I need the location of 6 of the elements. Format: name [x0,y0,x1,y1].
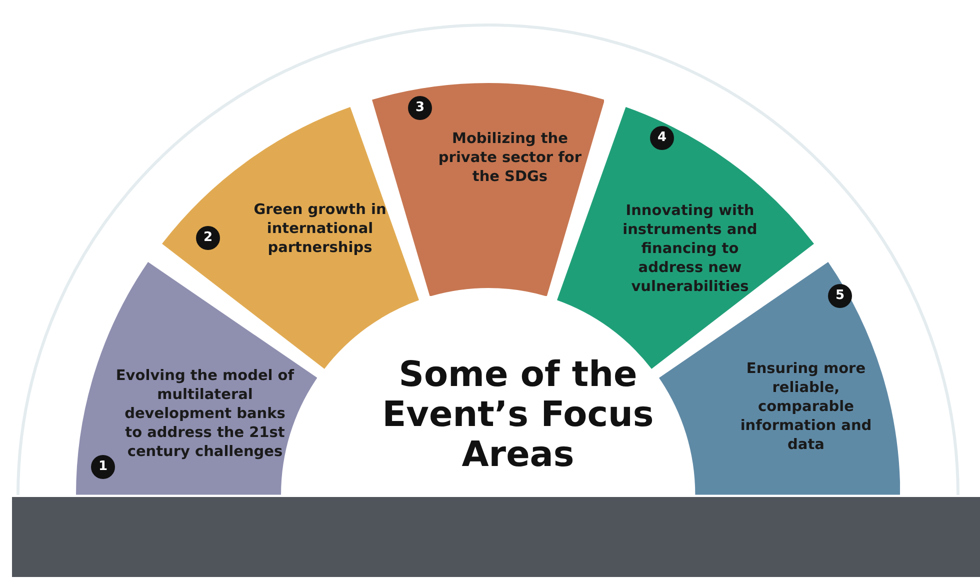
focus-area-text: Mobilizing the private sector for the SDGs [437,130,583,186]
focus-area-text: Innovating with instruments and financing to address new vulnerabilities [622,202,758,298]
focus-area-text: Ensuring more reliable, comparable information and data [739,360,873,456]
focus-area-text: Evolving the model of multilateral development banks to address the 21st century challenges [115,367,295,462]
heading: Some of the Event’s Focus Areas [378,355,658,475]
focus-area-text: Green growth in international partnerships [252,201,388,258]
